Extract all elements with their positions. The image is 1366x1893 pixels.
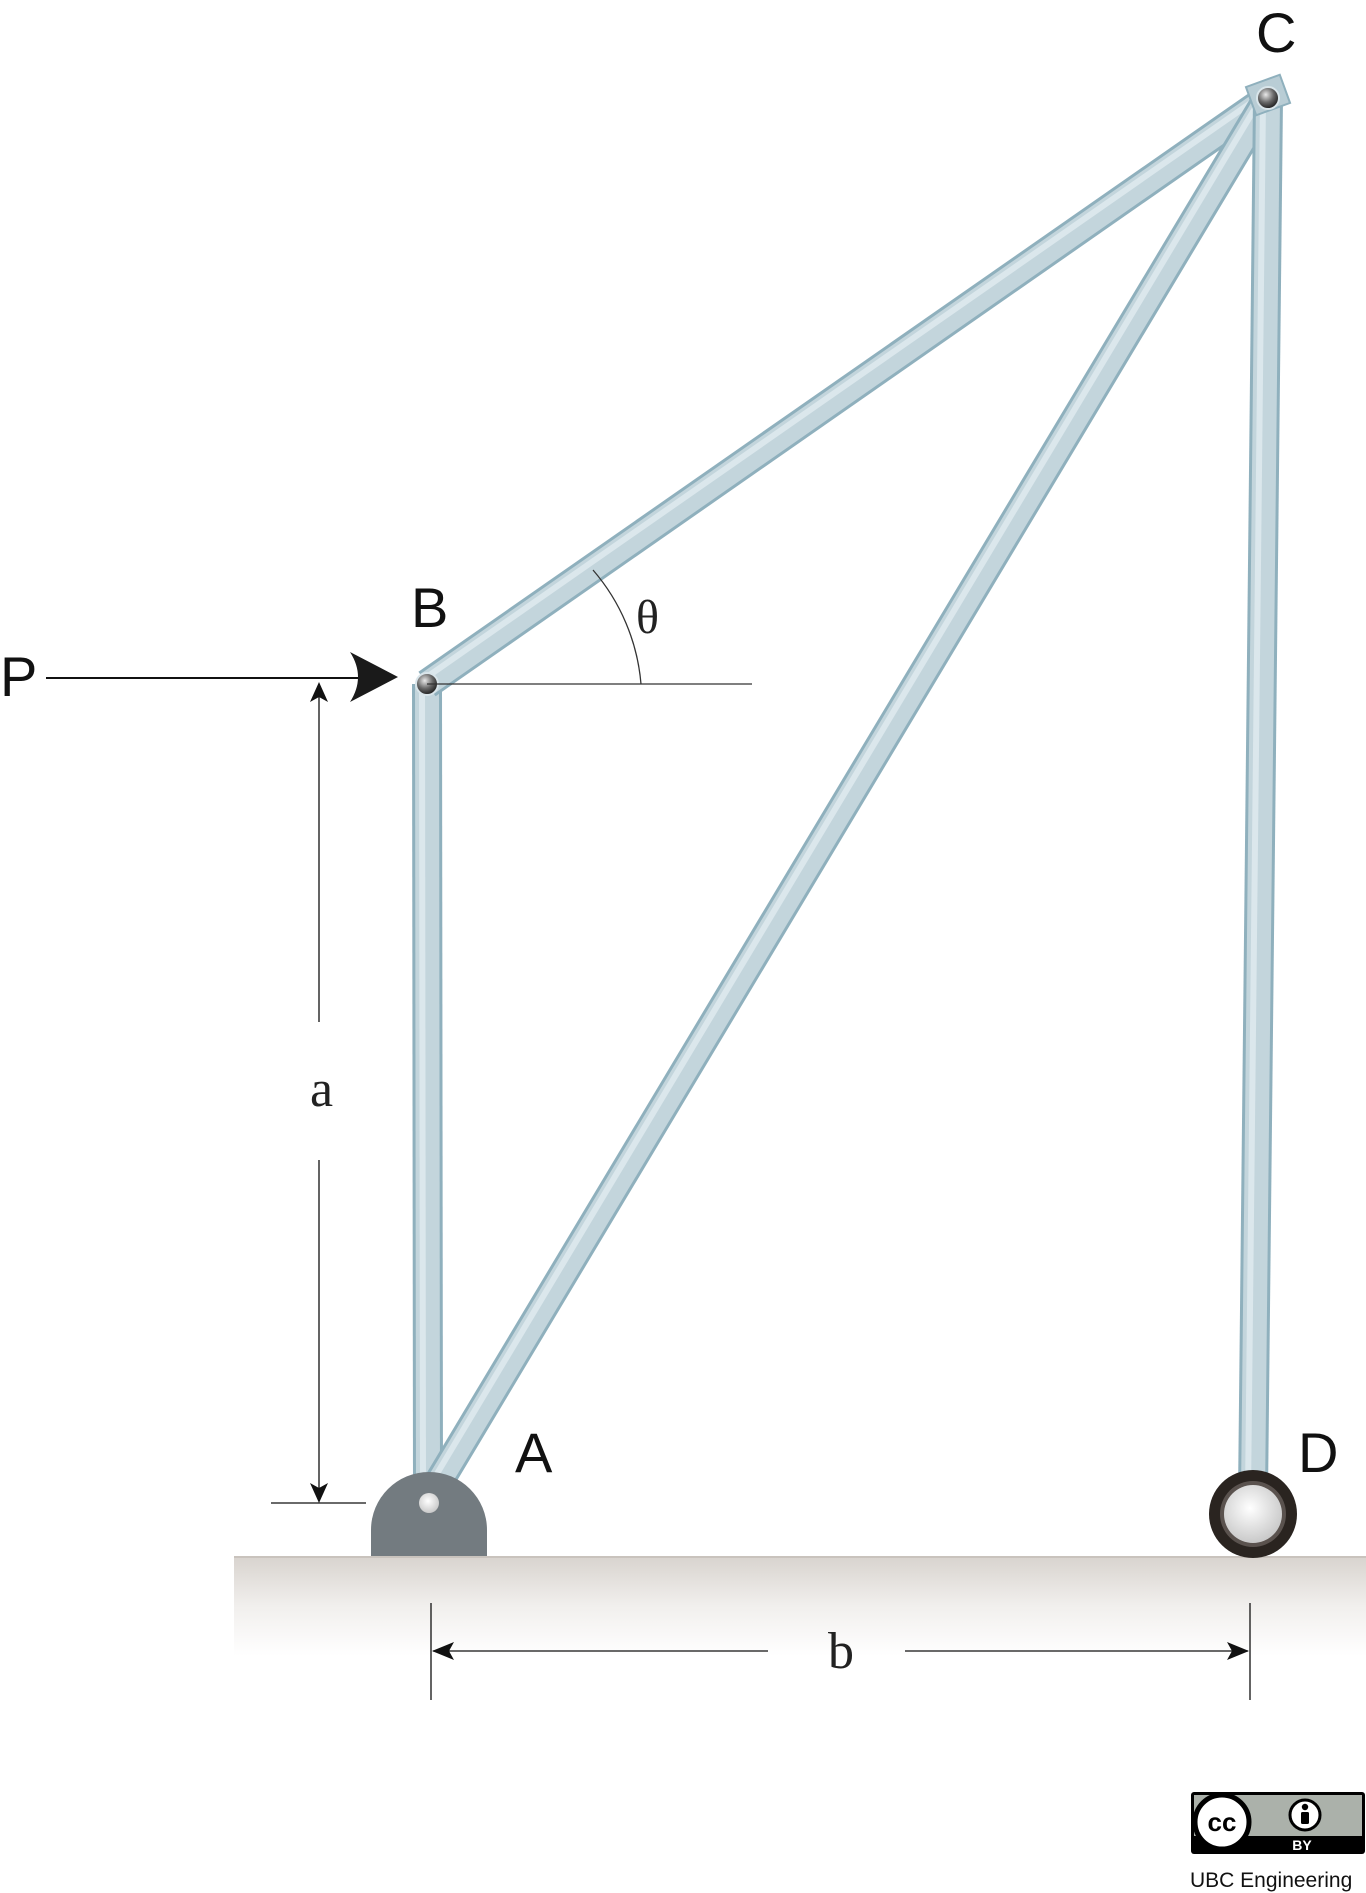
member-bc — [418, 85, 1277, 697]
ground — [234, 1556, 1366, 1656]
dim-b-arrow-right — [1227, 1642, 1249, 1660]
theta-arc — [592, 569, 642, 685]
label-c-point: C — [1256, 1, 1296, 64]
member-ac — [415, 90, 1281, 1508]
load-p-arrowhead — [350, 652, 398, 702]
cc-icon: cc — [1192, 1792, 1252, 1852]
license-by-label: BY — [1292, 1837, 1312, 1853]
dim-b-arrow-left — [432, 1642, 454, 1660]
cc-by-license-badge: cc BY — [1191, 1792, 1365, 1854]
label-theta: θ — [636, 591, 659, 644]
label-a-point: A — [515, 1421, 553, 1484]
label-dim-b: b — [828, 1623, 854, 1680]
credit-text: UBC Engineering — [1190, 1869, 1352, 1892]
pin-support-a — [371, 1472, 487, 1556]
label-load-p: P — [0, 645, 37, 708]
truss-members — [412, 73, 1292, 1508]
pin-c — [1256, 86, 1280, 110]
attribution-person-icon — [1288, 1798, 1322, 1832]
label-d-point: D — [1298, 1421, 1338, 1484]
member-cd — [1238, 97, 1283, 1496]
dim-a-arrow-bottom — [310, 1483, 328, 1503]
label-b-point: B — [411, 576, 448, 639]
dim-a-arrow-top — [310, 682, 328, 702]
roller-support-d — [1209, 1470, 1297, 1558]
label-dim-a: a — [310, 1061, 333, 1118]
member-ab — [412, 683, 443, 1501]
svg-text:cc: cc — [1208, 1807, 1237, 1837]
